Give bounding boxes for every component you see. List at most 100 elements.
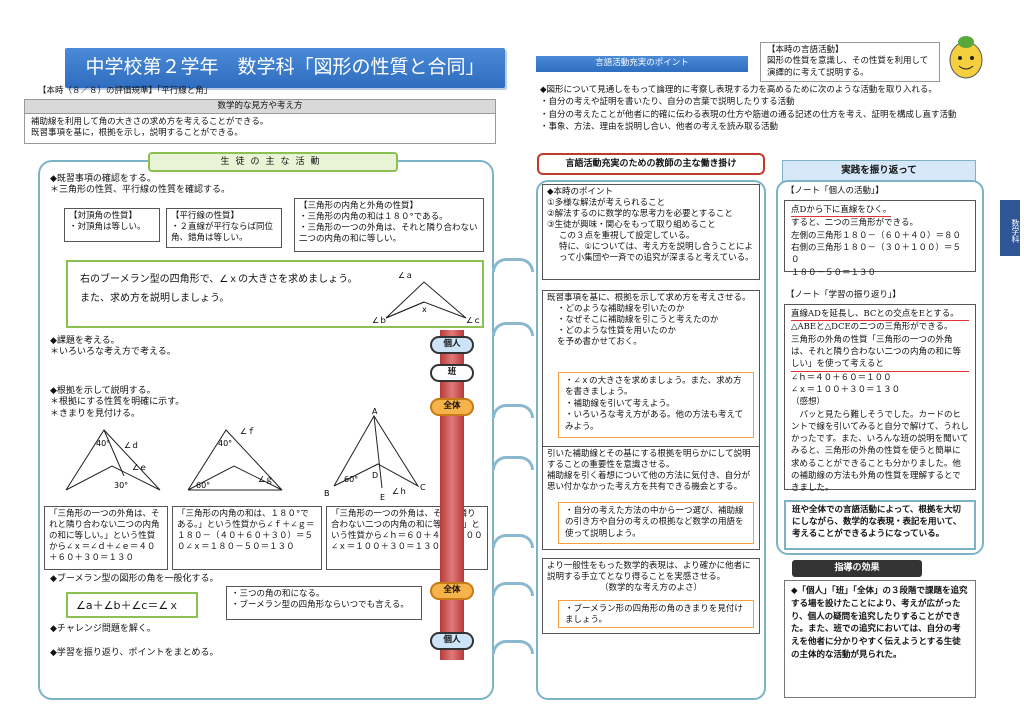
general-text: ◆ブーメラン型の図形の角を一般化する。 <box>50 574 219 584</box>
formula-box: ∠a＋∠b＋∠c＝∠ｘ <box>66 592 198 618</box>
explain-text: ◆根拠を示して説明する。 ＊根拠にする性質を明確に示す。 ＊きまりを見付ける。 <box>50 386 184 420</box>
angle-b-label: ∠ｂ <box>372 316 387 325</box>
connector-arc <box>492 456 534 470</box>
teacher-points: ◆本時のポイント ①多様な解法が考えられること ②解法するのに数学的な思考力を必… <box>542 184 760 280</box>
box-title: 【三角形の内角と外角の性質】 <box>299 201 419 211</box>
stage-whole: 全体 <box>430 398 474 416</box>
angle-g-label: ∠ｇ <box>258 475 273 484</box>
confirm-line: ＊三角形の性質、平行線の性質を確認する。 <box>50 185 231 196</box>
explain-line: ◆根拠を示して説明する。 <box>50 386 156 396</box>
note-line: 左側の三角形１８０－（６０＋４０）＝８０ <box>791 230 962 241</box>
angle-60-label: 60° <box>344 475 358 484</box>
teacher-prompt-2: ・自分の考えた方法の中から一つ選び、補助線の引き方や自分の考えの根拠など数学の用… <box>558 502 754 544</box>
teacher-point-line: 特に、①については、考え方を説明し合うことによって小集団や一斉での追究が深まると… <box>559 242 754 264</box>
angle-f-label: ∠ｆ <box>240 427 255 436</box>
connector-arc <box>492 258 534 272</box>
teacher-line: を予め書かせておく。 <box>557 337 642 348</box>
figure-3: A B C D E ∠ｈ 60° <box>324 407 426 502</box>
reflect-head: 実践を振り返って <box>782 160 976 182</box>
angle-40-label: 40° <box>96 439 110 448</box>
question-box: 右のブーメラン型の四角形で、∠ｘの大きさを求めましょう。 また、求め方を説明しま… <box>66 260 484 328</box>
point-a-label: A <box>372 407 378 416</box>
box-body: ・三角形の内角の和は１８０°である。 <box>299 212 448 223</box>
task-text: ◆課題を考える。 ＊いろいろな考え方で考える。 <box>50 336 176 359</box>
evaluation-box: 数学的な見方や考え方 補助線を利用して角の大きさの求め方を考えることができる。 … <box>24 99 496 144</box>
teacher-prompt-3: ・ブーメラン形の四角形の角のきまりを見付けましょう。 <box>558 600 754 628</box>
note-line: 三角形の外角の性質「三角形の一つの外角は、それと隣り合わない二つの内角の和に等し… <box>791 334 969 372</box>
teacher-line: ・どのような性質を用いたのか <box>557 326 677 337</box>
explain-line: ＊きまりを見付ける。 <box>50 408 141 419</box>
student-activity-head: 生徒の主な活動 <box>148 152 398 172</box>
confirm-text: ◆既習事項の確認をする。 ＊三角形の性質、平行線の性質を確認する。 <box>50 174 230 197</box>
solution-2: 「三角形の内角の和は、１８０°である。」という性質から∠ｆ＋∠ｇ＝１８０－（４０… <box>172 506 322 570</box>
note-line: 点Dから下に直線をひく。 <box>791 204 892 218</box>
point-head: 言語活動充実のポイント <box>536 56 748 72</box>
teacher-line: 引いた補助線とその基にする根拠を明らかにして説明することの重要性を意識させる。 <box>547 449 751 471</box>
box-body: ・対頂角は等しい。 <box>69 222 146 233</box>
callout-body: 図形の性質を意識し、その性質を利用して演繹的に考えて説明する。 <box>767 56 929 78</box>
angle-60-label: 60° <box>196 481 210 490</box>
angle-40-label: 40° <box>218 439 232 448</box>
angle-e-label: ∠ｅ <box>132 463 147 472</box>
prompt-line: ・補助線を引いて考えよう。 <box>565 398 675 409</box>
note-line: △ABEと△DCEの二つの三角形ができる。 <box>791 322 953 333</box>
angle-x-label: x <box>422 305 427 314</box>
point-line: ・自分の考えたことが他者に的確に伝わる表現の仕方や筋道の通る記述の仕方を考え、証… <box>540 109 957 120</box>
mascot-icon <box>949 36 983 79</box>
connector-arc <box>492 582 534 596</box>
challenge-text: ◆チャレンジ問題を解く。 <box>50 624 156 634</box>
note-line: ・三つの角の和になる。 <box>231 589 325 599</box>
note1-box: 点Dから下に直線をひく。 すると、二つの三角形ができる。 左側の三角形１８０－（… <box>784 200 976 278</box>
prompt-line: ・いろいろな考え方がある。他の方法も考えてみよう。 <box>565 410 744 432</box>
connector-arc <box>492 322 534 336</box>
box-title: 【平行線の性質】 <box>171 211 240 221</box>
note-line: ・ブーメラン型の四角形ならいつでも言える。 <box>231 600 409 611</box>
effect-body: ◆「個人」「班」「全体」の３段階で課題を追究する場を設けたことにより、考えが広が… <box>784 580 976 698</box>
note-line: ∠ｘ＝１００＋３０＝１３０ <box>791 384 901 395</box>
point-list: ◆図形について見通しをもって論理的に考察し表現する力を高めるために次のような活動… <box>540 84 980 133</box>
point-line: ・事象、方法、理由を説明し合い、他者の考えを読み取る活動 <box>540 121 779 132</box>
teacher-head: 言語活動充実のための教師の主な働き掛け <box>537 153 765 175</box>
angle-h-label: ∠ｈ <box>392 487 407 496</box>
note-line: パッと見たら難しそうでした。カードのヒントで線を引いてみると自分で解けて、うれし… <box>791 409 969 494</box>
parallel-line-box: 【平行線の性質】 ・２直線が平行ならば同位角、錯角は等しい。 <box>166 208 282 248</box>
teacher-point-line: この３点を重視して設定している。 <box>559 231 695 242</box>
subject-tab: 数学科 <box>1000 200 1020 256</box>
box-body: ・三角形の一つの外角は、それと隣り合わない二つの内角の和に等しい。 <box>299 223 478 245</box>
note-line: １８０－５０＝１３０ <box>791 267 877 278</box>
connector-arc <box>492 640 534 654</box>
note-line: 直線ADを延長し、BCとの交点をEとする。 <box>791 308 969 322</box>
task-line: ◆課題を考える。 <box>50 336 120 346</box>
teacher-line: ・どのような補助線を引いたのか <box>557 304 685 315</box>
confirm-line: ◆既習事項の確認をする。 <box>50 174 156 184</box>
explain-line: ＊根拠にする性質を明確に示す。 <box>50 397 185 408</box>
note-line: 右側の三角形１８０－（３０＋１００）＝５０ <box>791 242 962 266</box>
triangle-angle-box: 【三角形の内角と外角の性質】 ・三角形の内角の和は１８０°である。 ・三角形の一… <box>294 198 484 252</box>
callout-title: 【本時の言語活動】 <box>767 45 844 55</box>
point-b-label: B <box>324 489 330 498</box>
note2-box: 直線ADを延長し、BCとの交点をEとする。 △ABEと△DCEの二つの三角形がで… <box>784 304 976 493</box>
teacher-point-line: ②解法するのに数学的な思考力を必要とすること <box>547 209 733 220</box>
point-line: ・自分の考えや証明を書いたり、自分の言葉で説明したりする活動 <box>540 97 795 108</box>
figure-1: 40° ∠ｄ ∠ｅ 30° <box>65 429 161 491</box>
task-line: ＊いろいろな考え方で考える。 <box>50 347 176 358</box>
connector-arc <box>492 534 534 548</box>
review-text: ◆学習を振り返り、ポイントをまとめる。 <box>50 648 219 658</box>
lesson-callout: 【本時の言語活動】 図形の性質を意識し、その性質を利用して演繹的に考えて説明する… <box>760 42 940 82</box>
prompt-line: ・∠ｘの大きさを求めましょう。また、求め方を書きましょう。 <box>565 376 742 398</box>
formula-note: ・三つの角の和になる。 ・ブーメラン型の四角形ならいつでも言える。 <box>226 586 422 620</box>
stage-bar <box>440 330 464 660</box>
stage-whole: 全体 <box>430 582 474 600</box>
teacher-panel <box>536 180 766 700</box>
teacher-prompt-1: ・∠ｘの大きさを求めましょう。また、求め方を書きましょう。 ・補助線を引いて考え… <box>558 372 754 438</box>
evaluation-line: 補助線を利用して角の大きさの求め方を考えることができる。 <box>31 116 269 127</box>
vertical-angle-box: 【対頂角の性質】 ・対頂角は等しい。 <box>64 208 160 242</box>
reflect-panel <box>776 180 984 555</box>
teacher-line: より一般性をもった数学的表現は、より確かに他者に説明する手立てとなり得ることを実… <box>547 561 751 583</box>
boomerang-figure: ∠ａ ∠ｂ ∠ｃ x <box>372 271 481 325</box>
evaluation-label: 【本時（８／８）の評価規準】「平行線と角」 <box>38 86 213 96</box>
evaluation-head: 数学的な見方や考え方 <box>25 100 495 114</box>
stage-individual: 個人 <box>430 632 474 650</box>
angle-c-label: ∠ｃ <box>466 316 481 325</box>
note-line: （感想） <box>791 397 826 408</box>
